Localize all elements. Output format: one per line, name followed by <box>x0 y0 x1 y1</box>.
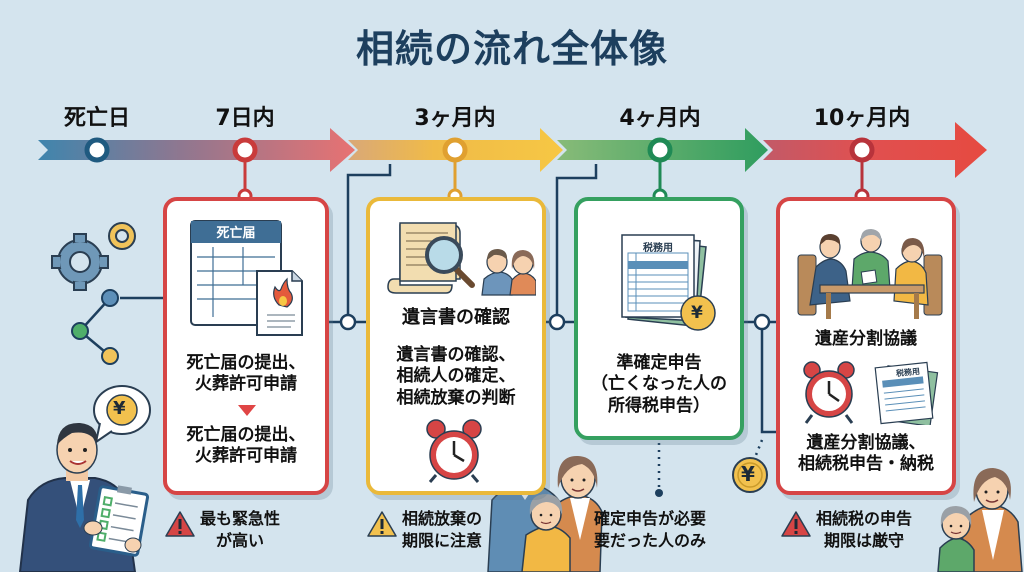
card4-heading: 遺産分割協議 <box>815 329 917 349</box>
warning-icon-red <box>165 511 195 537</box>
gear-small-icon <box>108 222 136 250</box>
card1-line-a1: 死亡届の提出、 <box>186 353 306 373</box>
timeline-arrow-4 <box>763 122 987 178</box>
tax-form-yen: ¥ <box>691 303 703 323</box>
down-triangle-icon <box>238 405 256 416</box>
advisor-illustration <box>18 422 150 572</box>
will-search-icon <box>387 222 536 296</box>
node-3months <box>442 137 468 163</box>
network-icon <box>71 289 119 365</box>
note-4months-line-2: 要だった人のみ <box>594 530 707 550</box>
note-4months-line-1: 確定申告が必要 <box>594 509 707 528</box>
node-death <box>84 137 110 163</box>
gear-large-icon <box>51 233 109 291</box>
card2-line-1: 遺言書の確認、 <box>396 345 516 365</box>
card2-line-3: 相続放棄の判断 <box>396 387 516 408</box>
stage-label-death: 死亡日 <box>63 106 131 131</box>
card2-line-2: 相続人の確定、 <box>396 366 516 387</box>
note-3months-line-1: 相続放棄の <box>402 509 483 528</box>
card-7days: 死亡届 死亡届の提出、 火葬許可申請 死亡届の提出、 火葬許可申請 <box>163 197 329 495</box>
card2-heading: 遺言書の確認 <box>402 307 510 328</box>
tax-form-icon <box>621 234 716 331</box>
speech-bubble-yen-icon <box>93 385 151 445</box>
card4-line-2: 相続税申告・納税 <box>798 454 934 475</box>
warning-icon-yellow <box>367 511 397 537</box>
family-meeting-icon <box>797 229 943 319</box>
timeline-arrow-1 <box>38 128 355 172</box>
note-4months: 確定申告が必要 要だった人のみ <box>594 508 706 551</box>
stage-label-3months: 3ヶ月内 <box>414 106 496 131</box>
card1-line-b2: 火葬許可申請 <box>195 446 297 467</box>
tax-form-title: 税務用 <box>643 243 673 254</box>
node-10months <box>849 137 875 163</box>
alarm-clock-tax-form-icon <box>803 361 939 425</box>
note-10months-line-2: 期限は厳守 <box>824 530 905 550</box>
note-10months: 相続税の申告 期限は厳守 <box>816 508 912 551</box>
form-title: 死亡届 <box>216 226 256 241</box>
note-3months-line-2: 期限に注意 <box>402 530 483 550</box>
card1-line-b1: 死亡届の提出、 <box>186 425 306 445</box>
node-7days <box>232 137 258 163</box>
card1-line-a2: 火葬許可申請 <box>195 374 297 395</box>
alarm-clock-icon <box>426 419 482 483</box>
warning-icon-red-2 <box>781 511 811 537</box>
stage-label-7days: 7日内 <box>215 106 275 131</box>
card-4months: 税務用 ¥ 準確定申告 （亡くなった人の 所得税申告） <box>574 197 744 440</box>
mother-child-illustration <box>937 468 1023 572</box>
note-7days-line-2: が高い <box>216 530 265 550</box>
note-7days: 最も緊急性 が高い <box>200 508 280 551</box>
death-certificate-icon <box>190 220 303 336</box>
card-3months: 遺言書の確認 遺言書の確認、 相続人の確定、 相続放棄の判断 <box>366 197 546 495</box>
stage-label-4months: 4ヶ月内 <box>619 106 701 131</box>
yen-coin-icon <box>732 457 768 493</box>
card3-line-2: （亡くなった人の <box>591 374 727 395</box>
coin-yen-symbol: ¥ <box>741 462 755 486</box>
note-7days-line-1: 最も緊急性 <box>200 509 281 528</box>
stage-label-10months: 10ヶ月内 <box>813 106 911 131</box>
card3-line-3: 所得税申告） <box>608 395 710 416</box>
card-10months: 遺産分割協議 税務用 遺産分割協議、 相続税申告・納税 <box>776 197 956 495</box>
page-title: 相続の流れ全体像 <box>355 27 668 71</box>
note-3months: 相続放棄の 期限に注意 <box>402 508 482 551</box>
card4-line-1: 遺産分割協議、 <box>806 433 926 453</box>
note-10months-line-1: 相続税の申告 <box>816 509 913 528</box>
speech-bubble-yen-symbol: ¥ <box>113 398 126 419</box>
card3-line-1: 準確定申告 <box>616 353 702 373</box>
node-4months <box>647 137 673 163</box>
